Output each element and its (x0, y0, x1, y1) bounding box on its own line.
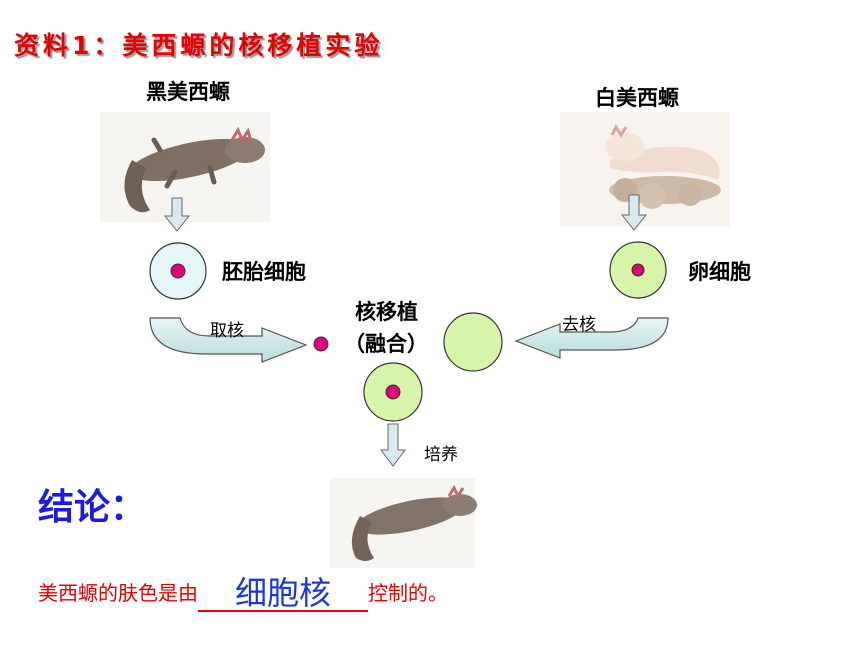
embryo-cell (149, 242, 207, 300)
label-black-axolotl: 黑美西螈 (146, 80, 230, 104)
label-take-nucleus: 取核 (210, 321, 244, 341)
down-arrow-left (163, 197, 191, 232)
conclusion-prefix: 美西螈的肤色是由 (38, 581, 198, 605)
label-white-axolotl: 白美西螈 (595, 86, 679, 110)
white-axolotl-image (560, 112, 730, 227)
label-embryo-cell: 胚胎细胞 (222, 260, 306, 284)
conclusion-answer: 细胞核 (198, 576, 368, 612)
enucleated-egg-cell (443, 312, 503, 372)
label-fusion: （融合） (344, 332, 428, 356)
label-egg-cell: 卵细胞 (688, 260, 751, 284)
label-remove-nucleus: 去核 (562, 315, 596, 335)
take-nucleus-arrow (149, 317, 308, 363)
conclusion-heading: 结论： (38, 486, 147, 528)
conclusion-suffix: 控制的。 (368, 581, 448, 605)
black-axolotl-image (100, 112, 270, 222)
label-culture: 培养 (424, 445, 458, 465)
slide-title: 资料1：美西螈的核移植实验 (14, 31, 384, 60)
egg-cell (609, 241, 667, 299)
down-arrow-right (620, 194, 648, 231)
offspring-axolotl-image (330, 478, 477, 568)
conclusion-sentence: 美西螈的肤色是由细胞核控制的。 (38, 572, 448, 612)
isolated-nucleus (313, 336, 329, 352)
culture-arrow (380, 423, 406, 467)
fused-cell (363, 362, 423, 422)
remove-nucleus-arrow (514, 317, 669, 359)
label-nuclear-transfer: 核移植 (355, 300, 418, 324)
